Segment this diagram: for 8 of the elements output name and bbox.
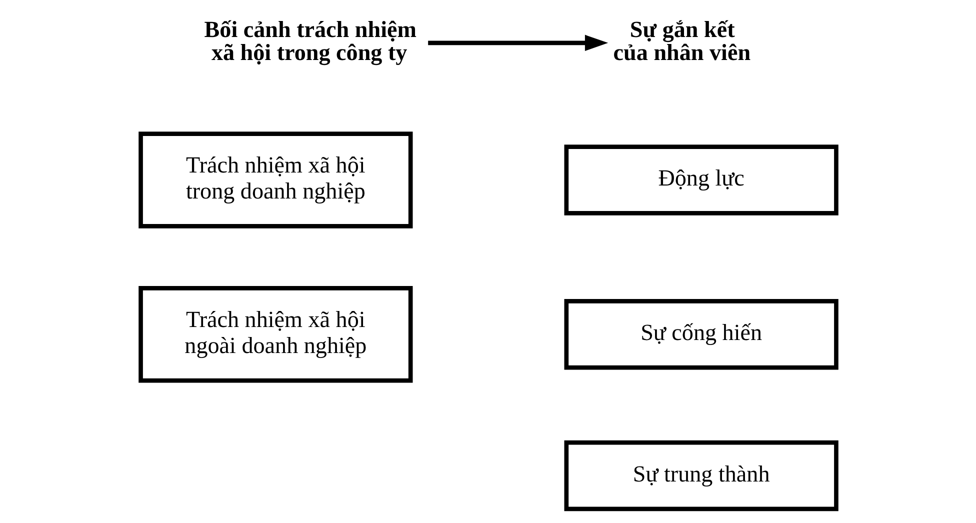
node-text: Bối cảnh trách nhiệm xã hội trong công ty: [204, 16, 416, 65]
arrow: [428, 34, 608, 51]
node-text: Sự gắn kết của nhân viên: [612, 16, 750, 65]
node-box: Trách nhiệm xã hội ngoài doanh nghiệp: [138, 286, 412, 383]
node-box: Sự cống hiến: [564, 299, 838, 370]
node-box: Sự trung thành: [564, 440, 838, 512]
node-box: Động lực: [564, 144, 838, 216]
node-box: Trách nhiệm xã hội trong doanh nghiệp: [138, 132, 412, 228]
